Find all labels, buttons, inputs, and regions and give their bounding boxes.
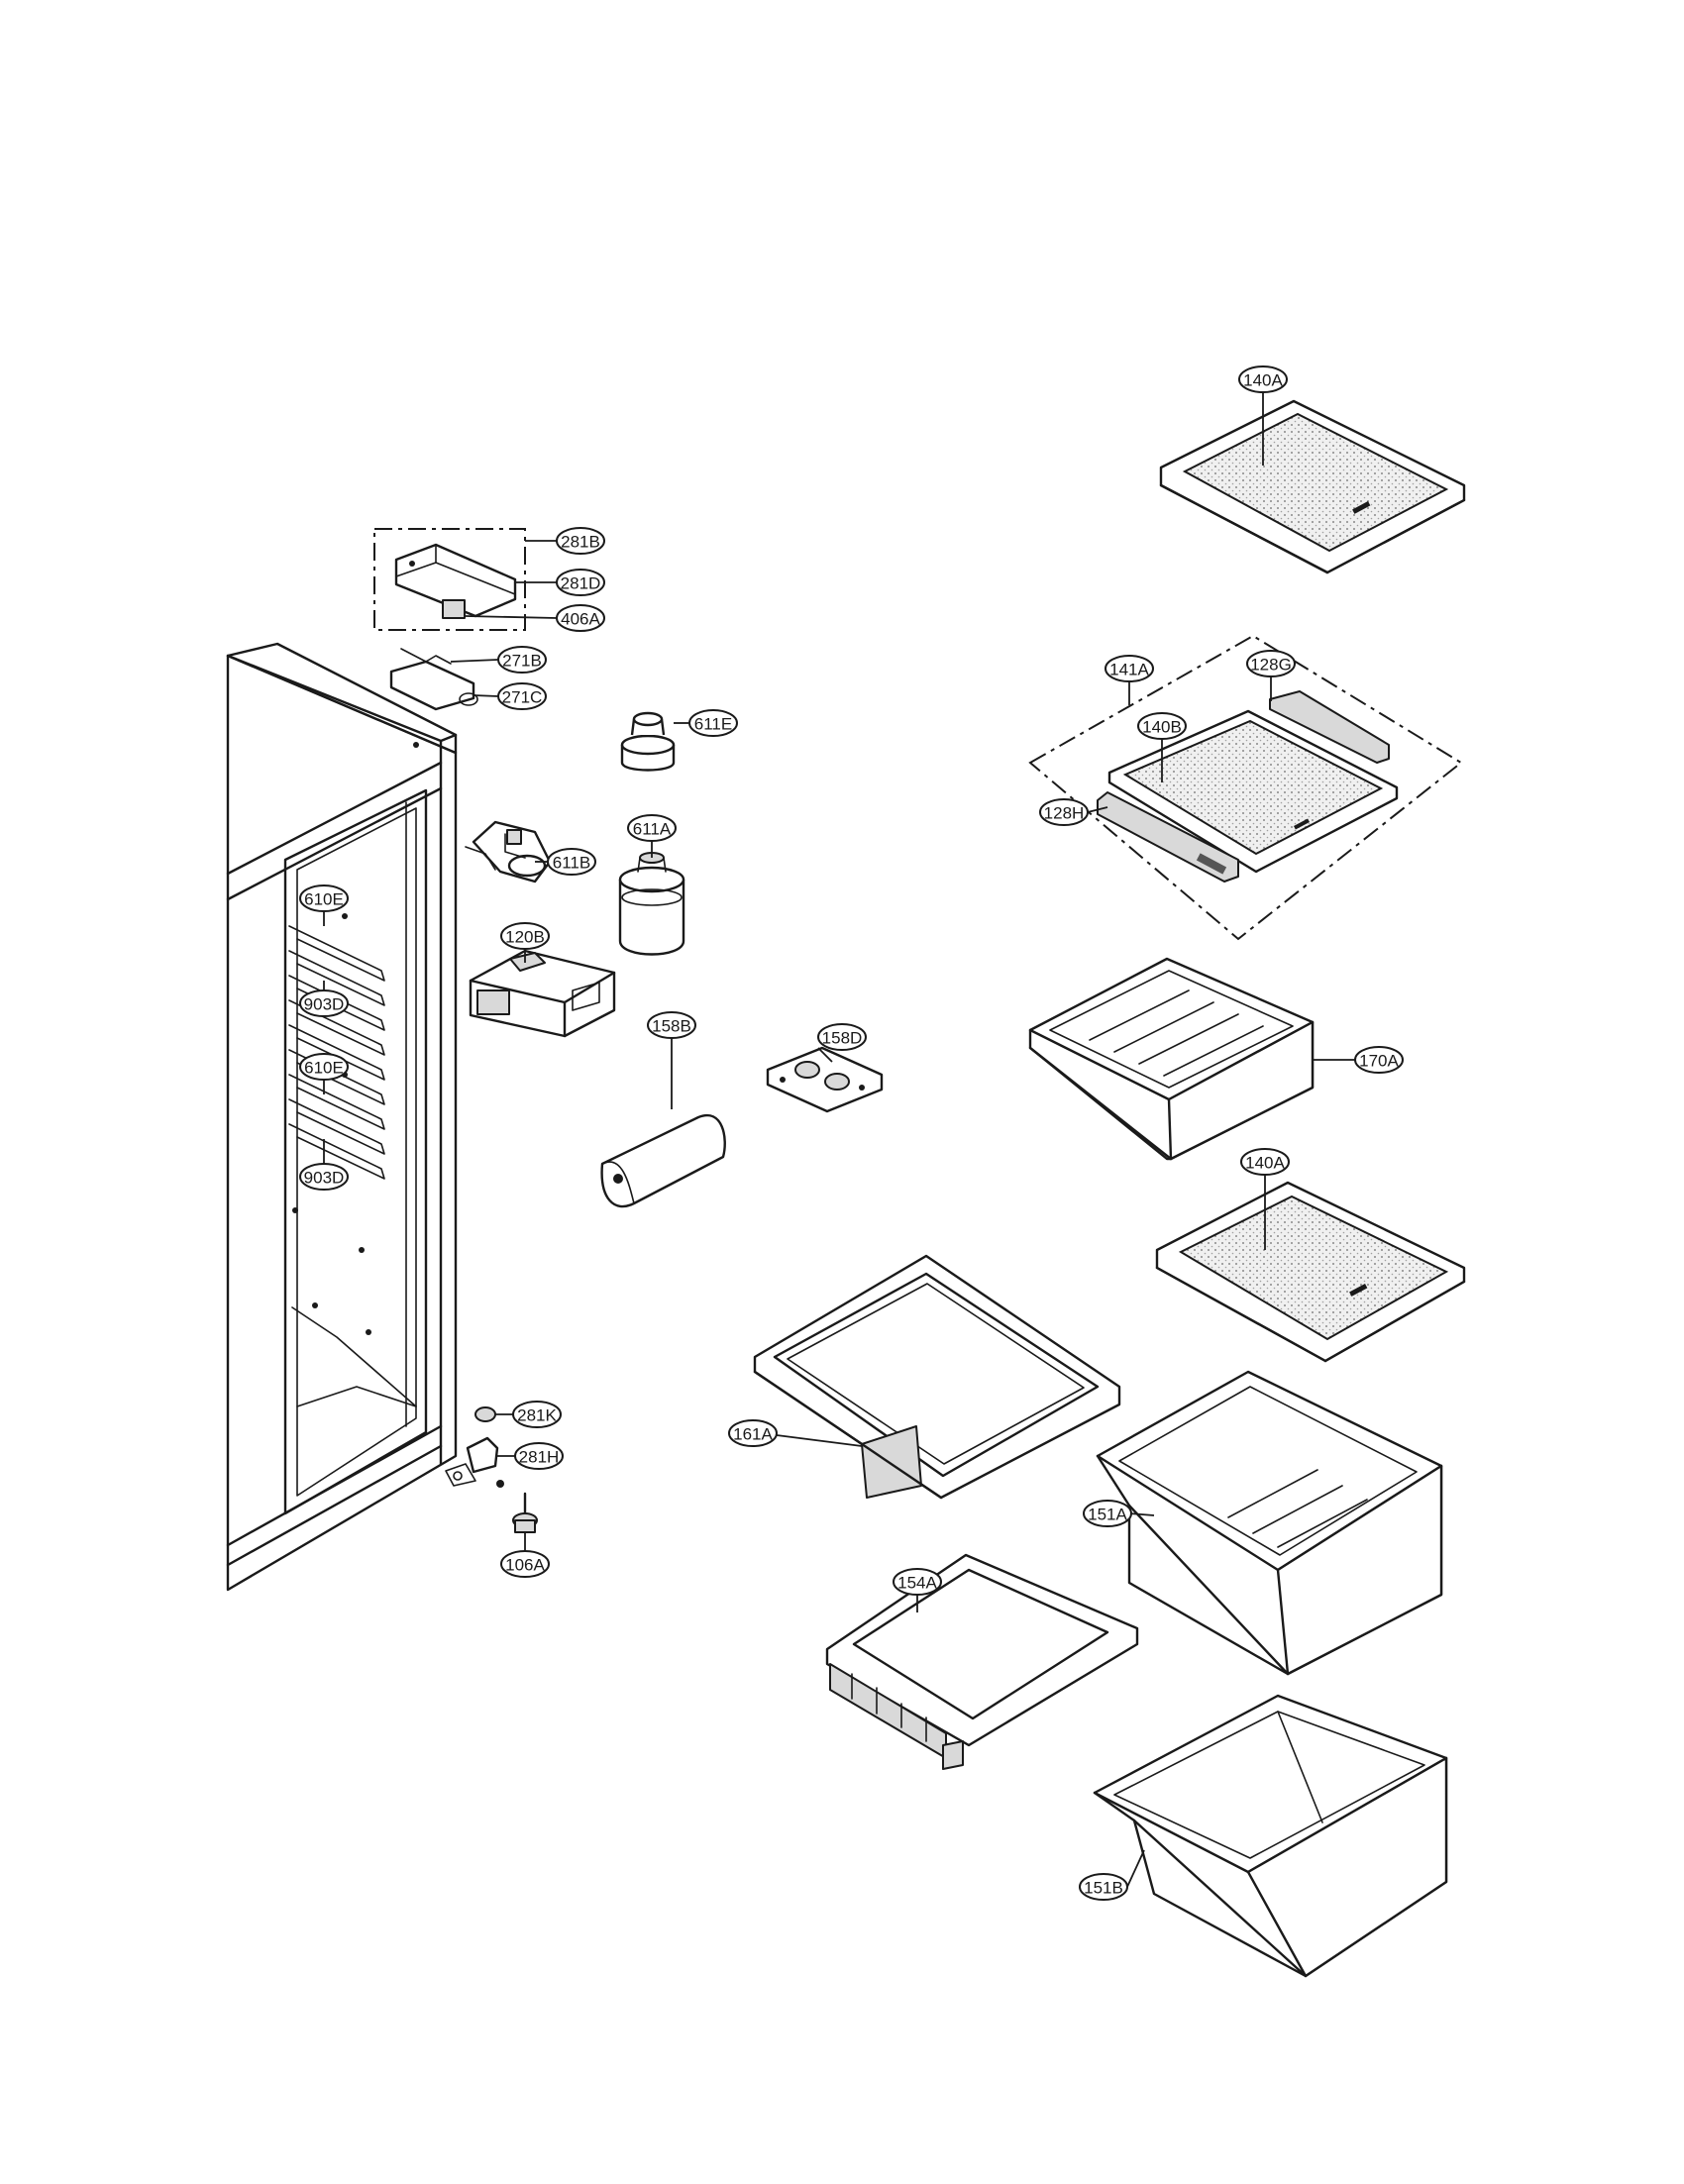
svg-text:120B: 120B: [505, 928, 545, 947]
callout-151B: 151B: [1079, 1873, 1128, 1901]
callout-281B: 281B: [556, 527, 605, 555]
water-filter-cartridge: [618, 852, 685, 956]
svg-text:128H: 128H: [1044, 804, 1085, 823]
callout-106A: 106A: [500, 1550, 550, 1578]
svg-text:611B: 611B: [553, 854, 590, 873]
svg-text:611E: 611E: [694, 715, 732, 734]
refrigerator-cabinet: [226, 642, 458, 1592]
callout-611E: 611E: [688, 709, 738, 737]
callout-128G: 128G: [1246, 650, 1296, 677]
callout-128H: 128H: [1039, 798, 1089, 826]
drawer-170A: [1028, 957, 1315, 1161]
control-box-assembly: [373, 528, 526, 711]
svg-text:154A: 154A: [897, 1574, 937, 1593]
callout-170A: 170A: [1354, 1046, 1404, 1074]
svg-text:281B: 281B: [561, 533, 600, 552]
callout-140B: 140B: [1137, 712, 1187, 740]
svg-text:406A: 406A: [561, 610, 600, 629]
svg-text:903D: 903D: [304, 995, 345, 1014]
ice-dispenser-module: [469, 949, 616, 1038]
callout-281H: 281H: [514, 1442, 564, 1470]
callout-610E-middle: 610E: [299, 1053, 349, 1081]
svg-text:271C: 271C: [502, 688, 543, 707]
svg-text:281H: 281H: [519, 1448, 560, 1467]
svg-text:281D: 281D: [561, 574, 601, 593]
callout-158D: 158D: [817, 1023, 867, 1051]
callout-281K: 281K: [512, 1401, 562, 1428]
svg-text:140A: 140A: [1245, 1154, 1285, 1173]
humidity-control: [766, 1046, 884, 1113]
glass-shelf-top: [1159, 399, 1466, 574]
svg-text:140B: 140B: [1142, 718, 1182, 737]
svg-text:106A: 106A: [505, 1556, 545, 1575]
callout-120B: 120B: [500, 922, 550, 950]
crisper-cover-154A: [825, 1553, 1139, 1770]
callout-151A: 151A: [1083, 1500, 1132, 1527]
svg-text:281K: 281K: [517, 1406, 557, 1425]
shelf-assembly-141A: [1028, 634, 1463, 941]
callout-903D-bottom: 903D: [299, 1163, 349, 1191]
svg-text:158D: 158D: [822, 1029, 863, 1048]
svg-text:128G: 128G: [1250, 656, 1292, 675]
leveler-parts: [445, 1406, 538, 1533]
svg-text:271B: 271B: [502, 652, 542, 671]
callout-610E-top: 610E: [299, 884, 349, 912]
svg-text:170A: 170A: [1359, 1052, 1399, 1071]
svg-text:151B: 151B: [1084, 1879, 1123, 1898]
svg-text:151A: 151A: [1088, 1506, 1127, 1524]
water-filter-head: [465, 820, 552, 884]
svg-text:903D: 903D: [304, 1169, 345, 1188]
callout-158B: 158B: [647, 1011, 696, 1039]
callout-903D-top: 903D: [299, 989, 349, 1017]
svg-text:140A: 140A: [1243, 371, 1283, 390]
svg-text:610E: 610E: [304, 890, 344, 909]
callout-611B: 611B: [547, 848, 596, 876]
callout-141A: 141A: [1105, 655, 1154, 682]
svg-text:161A: 161A: [733, 1425, 773, 1444]
drawer-151A: [1096, 1370, 1443, 1676]
vegetable-cover: [600, 1113, 726, 1208]
callout-140A-middle: 140A: [1240, 1148, 1290, 1176]
callout-611A: 611A: [627, 814, 677, 842]
shelf-frame-161A: [753, 1254, 1121, 1500]
glass-shelf-middle: [1155, 1181, 1466, 1363]
svg-text:611A: 611A: [633, 820, 672, 839]
svg-text:141A: 141A: [1109, 661, 1149, 679]
callout-271B: 271B: [497, 646, 547, 674]
callout-406A: 406A: [556, 604, 605, 632]
svg-text:158B: 158B: [652, 1017, 691, 1036]
callout-281D: 281D: [556, 569, 605, 596]
callout-161A: 161A: [728, 1419, 778, 1447]
callout-140A-top: 140A: [1238, 365, 1288, 393]
bin-151B: [1093, 1694, 1448, 1978]
callout-154A: 154A: [893, 1568, 942, 1596]
leader-lines: [323, 392, 1355, 1888]
water-filter-cap: [620, 711, 676, 772]
callout-271C: 271C: [497, 682, 547, 710]
svg-text:610E: 610E: [304, 1059, 344, 1078]
